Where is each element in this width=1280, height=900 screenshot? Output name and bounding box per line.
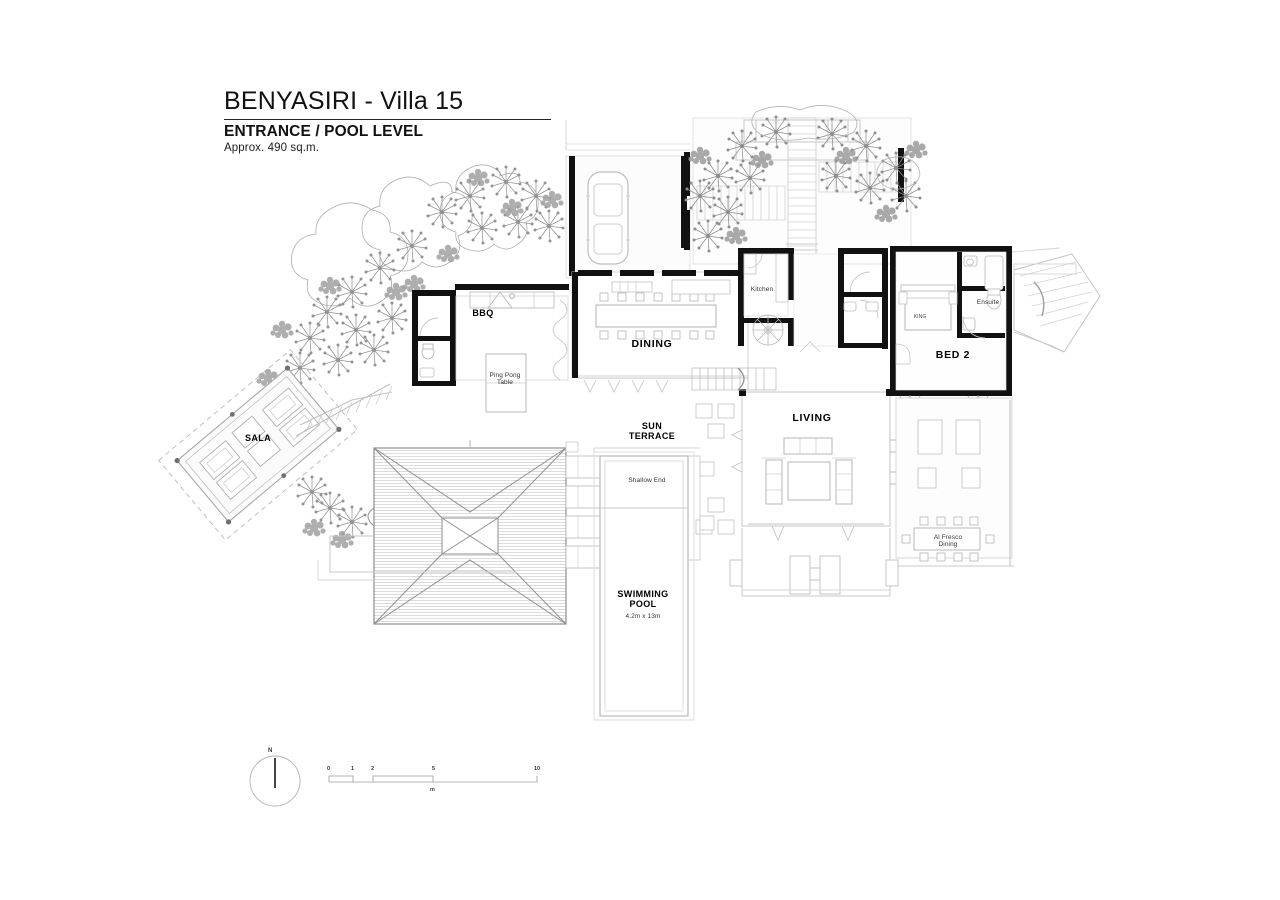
scale-tick-2: 2 — [371, 766, 375, 772]
ping-pong-table — [485, 353, 527, 413]
pool-pavilion-roof — [329, 440, 567, 625]
living-pavilion — [691, 367, 906, 542]
car-symbol — [587, 171, 629, 265]
title-divider — [224, 118, 551, 120]
scale-tick-0: 0 — [327, 766, 331, 772]
swimming-pool — [593, 447, 715, 721]
scale-unit-label: m — [430, 787, 435, 793]
page-title: BENYASIRI - Villa 15 — [224, 87, 464, 115]
landscape-left — [256, 164, 565, 549]
bed2-suite — [890, 246, 1012, 408]
carport — [565, 143, 691, 279]
kitchen-core — [738, 248, 841, 353]
stair — [691, 367, 777, 391]
scale-tick-10: 10 — [534, 766, 541, 772]
spiral-stair — [752, 314, 784, 346]
sala-structure — [158, 349, 393, 541]
level-title: ENTRANCE / POOL LEVEL — [224, 122, 424, 140]
scale-tick-1: 1 — [351, 766, 355, 772]
compass-north-label: N — [268, 748, 273, 754]
site-edges — [317, 120, 1061, 581]
title-block: BENYASIRI - Villa 15 ENTRANCE / POOL LEV… — [224, 87, 554, 155]
alfresco-terrace — [895, 397, 1014, 567]
angled-deck — [1013, 253, 1101, 353]
area-note: Approx. 490 sq.m. — [224, 142, 320, 155]
entrance-court — [684, 105, 928, 269]
service-bath — [838, 248, 888, 349]
king-bed — [898, 284, 958, 331]
lower-deck — [729, 528, 899, 597]
sun-terrace-loungers — [565, 441, 601, 569]
scale-tick-5: 5 — [432, 766, 436, 772]
dining-wing — [552, 270, 749, 394]
